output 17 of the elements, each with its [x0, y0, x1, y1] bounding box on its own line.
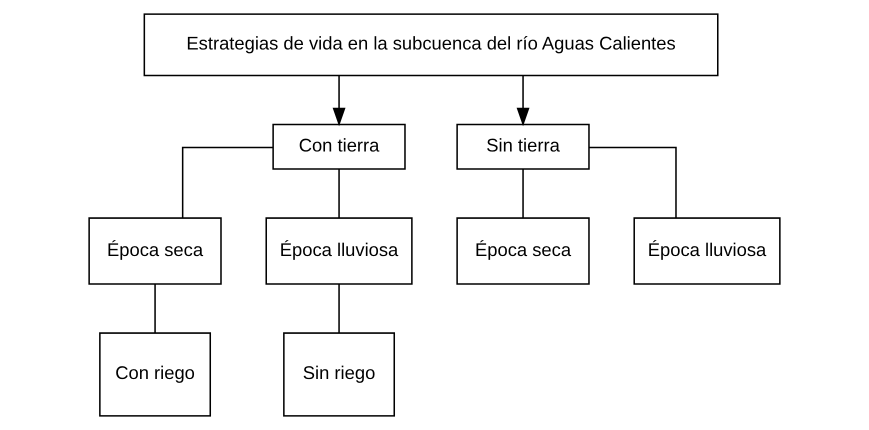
node-box: Con tierra [272, 124, 406, 170]
node-box: Estrategias de vida en la subcuenca del río Aguas Calientes [144, 13, 719, 76]
connector [589, 146, 677, 218]
node-box: Época seca [456, 217, 590, 285]
node-box: Sin tierra [456, 124, 590, 170]
node-box: Con riego [99, 332, 212, 417]
connector [522, 169, 524, 218]
node-box: Sin riego [283, 332, 396, 417]
arrow [332, 76, 346, 126]
node-box: Época lluviosa [265, 217, 413, 285]
connector [338, 284, 340, 333]
arrow [516, 76, 530, 126]
node-box: Época lluviosa [633, 217, 781, 285]
connector [154, 284, 156, 333]
connector [182, 146, 273, 218]
node-box: Época seca [88, 217, 222, 285]
connector [338, 169, 340, 218]
